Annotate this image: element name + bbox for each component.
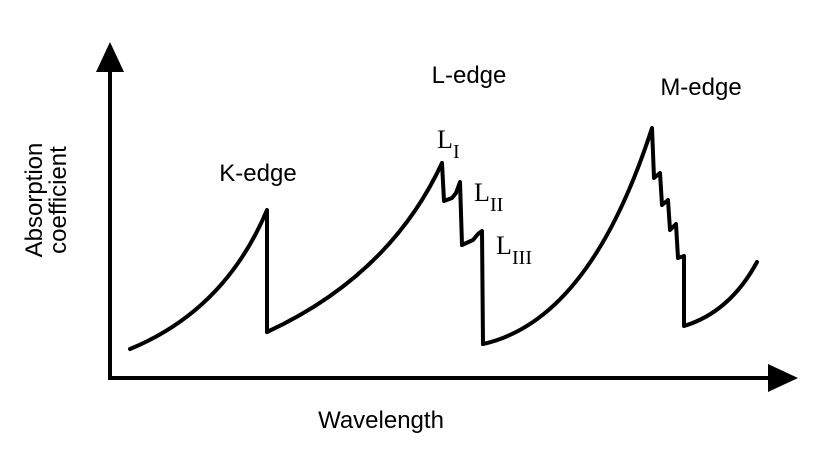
l-edge-label: L-edge: [432, 62, 507, 89]
l1-label: L I: [437, 125, 460, 163]
x-axis-arrowhead: [768, 364, 798, 392]
l2-label-main: L: [474, 178, 490, 207]
l1-label-subscript: I: [453, 141, 460, 163]
l2-label-subscript: II: [490, 194, 503, 216]
x-axis-label: Wavelength: [318, 407, 444, 434]
y-axis-label: Absorption coefficient: [21, 143, 72, 258]
l3-label: L III: [496, 231, 532, 269]
l2-label: L II: [474, 178, 503, 216]
l-edge-curve: [265, 161, 485, 346]
k-edge-curve: [128, 208, 269, 351]
m-edge-curve: [481, 126, 759, 346]
y-axis-label-line1: Absorption: [21, 143, 48, 258]
l3-label-main: L: [496, 231, 512, 260]
l1-label-main: L: [437, 125, 453, 154]
y-axis-arrowhead: [96, 42, 124, 72]
m-edge-label: M-edge: [660, 74, 741, 101]
y-axis-label-line2: coefficient: [45, 146, 72, 254]
k-edge-label: K-edge: [219, 160, 296, 187]
l3-label-subscript: III: [512, 247, 532, 269]
